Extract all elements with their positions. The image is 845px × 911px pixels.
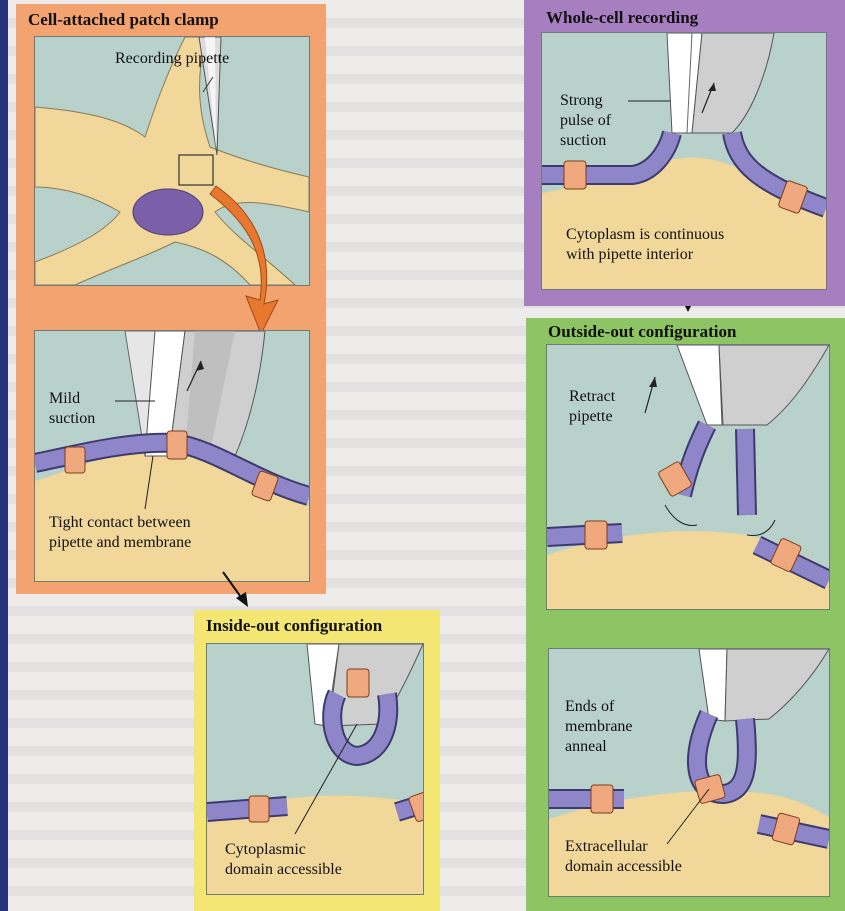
- outside-out-retract-illustration: [547, 345, 829, 609]
- retract-label-2: pipette: [569, 407, 613, 426]
- strong-pulse-label-3: suction: [560, 131, 606, 150]
- whole-cell-image: Strong pulse of suction Cytoplasm is con…: [541, 32, 827, 290]
- whole-cell-panel: Whole-cell recording Strong pulse of suc…: [524, 0, 845, 306]
- outside-out-title: Outside-out configuration: [548, 322, 736, 342]
- cell-attached-detail-image: Mild suction Tight contact between pipet…: [34, 330, 310, 582]
- mild-suction-label-1: Mild: [49, 389, 80, 408]
- cytoplasmic-label-1: Cytoplasmic: [225, 840, 306, 859]
- inside-out-image: Cytoplasmic domain accessible: [206, 643, 424, 895]
- curved-arrow-icon: [16, 4, 326, 334]
- retract-label-1: Retract: [569, 387, 615, 406]
- cytoplasm-label-2: with pipette interior: [566, 245, 693, 264]
- extracellular-label-2: domain accessible: [565, 857, 682, 876]
- slide-left-border: [0, 0, 8, 911]
- ends-anneal-label-2: membrane: [565, 717, 633, 736]
- tight-contact-label-1: Tight contact between: [49, 513, 191, 532]
- tight-contact-label-2: pipette and membrane: [49, 533, 191, 552]
- inside-out-title: Inside-out configuration: [206, 616, 382, 636]
- strong-pulse-label-1: Strong: [560, 91, 603, 110]
- strong-pulse-label-2: pulse of: [560, 111, 611, 130]
- outside-out-panel: Outside-out configuration Retract pipett…: [526, 318, 845, 911]
- whole-cell-title: Whole-cell recording: [546, 8, 698, 28]
- cytoplasmic-label-2: domain accessible: [225, 860, 342, 879]
- mild-suction-label-2: suction: [49, 409, 95, 428]
- inside-out-panel: Inside-out configuration Cytoplasmic dom…: [194, 610, 440, 911]
- cytoplasm-label-1: Cytoplasm is continuous: [566, 225, 724, 244]
- ends-anneal-label-1: Ends of: [565, 697, 614, 716]
- outside-out-retract-image: Retract pipette: [546, 344, 830, 610]
- extracellular-label-1: Extracellular: [565, 837, 648, 856]
- cell-attached-panel: Cell-attached patch clamp Recording pipe…: [16, 4, 326, 594]
- outside-out-anneal-image: Ends of membrane anneal Extracellular do…: [548, 648, 830, 897]
- ends-anneal-label-3: anneal: [565, 737, 607, 756]
